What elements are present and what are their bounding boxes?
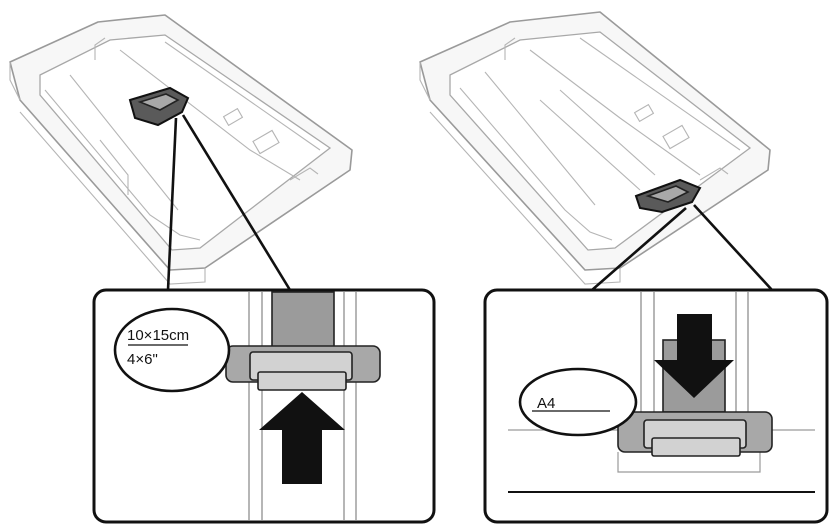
callout-line xyxy=(693,204,773,291)
size-label-metric: 10×15cm xyxy=(127,327,189,344)
size-label-a4: A4 xyxy=(537,395,555,412)
arrow-down-icon xyxy=(654,314,734,398)
size-label-ellipse xyxy=(518,367,638,437)
edge-guide-icon xyxy=(128,86,190,127)
callout-line xyxy=(591,207,687,291)
callout-line xyxy=(181,114,292,291)
paper-cassette-left xyxy=(9,14,353,285)
size-label-ellipse xyxy=(113,307,231,393)
arrow-up-icon xyxy=(259,392,345,484)
edge-guide-icon xyxy=(617,411,773,457)
callout-line xyxy=(166,117,178,291)
edge-guide-icon xyxy=(634,178,702,214)
edge-guide-icon xyxy=(225,345,381,391)
size-label-imperial: 4×6" xyxy=(127,351,158,368)
detail-panel-right: A4 xyxy=(483,288,829,524)
detail-panel-left: 10×15cm 4×6" xyxy=(92,288,436,524)
paper-cassette-right xyxy=(419,11,771,285)
